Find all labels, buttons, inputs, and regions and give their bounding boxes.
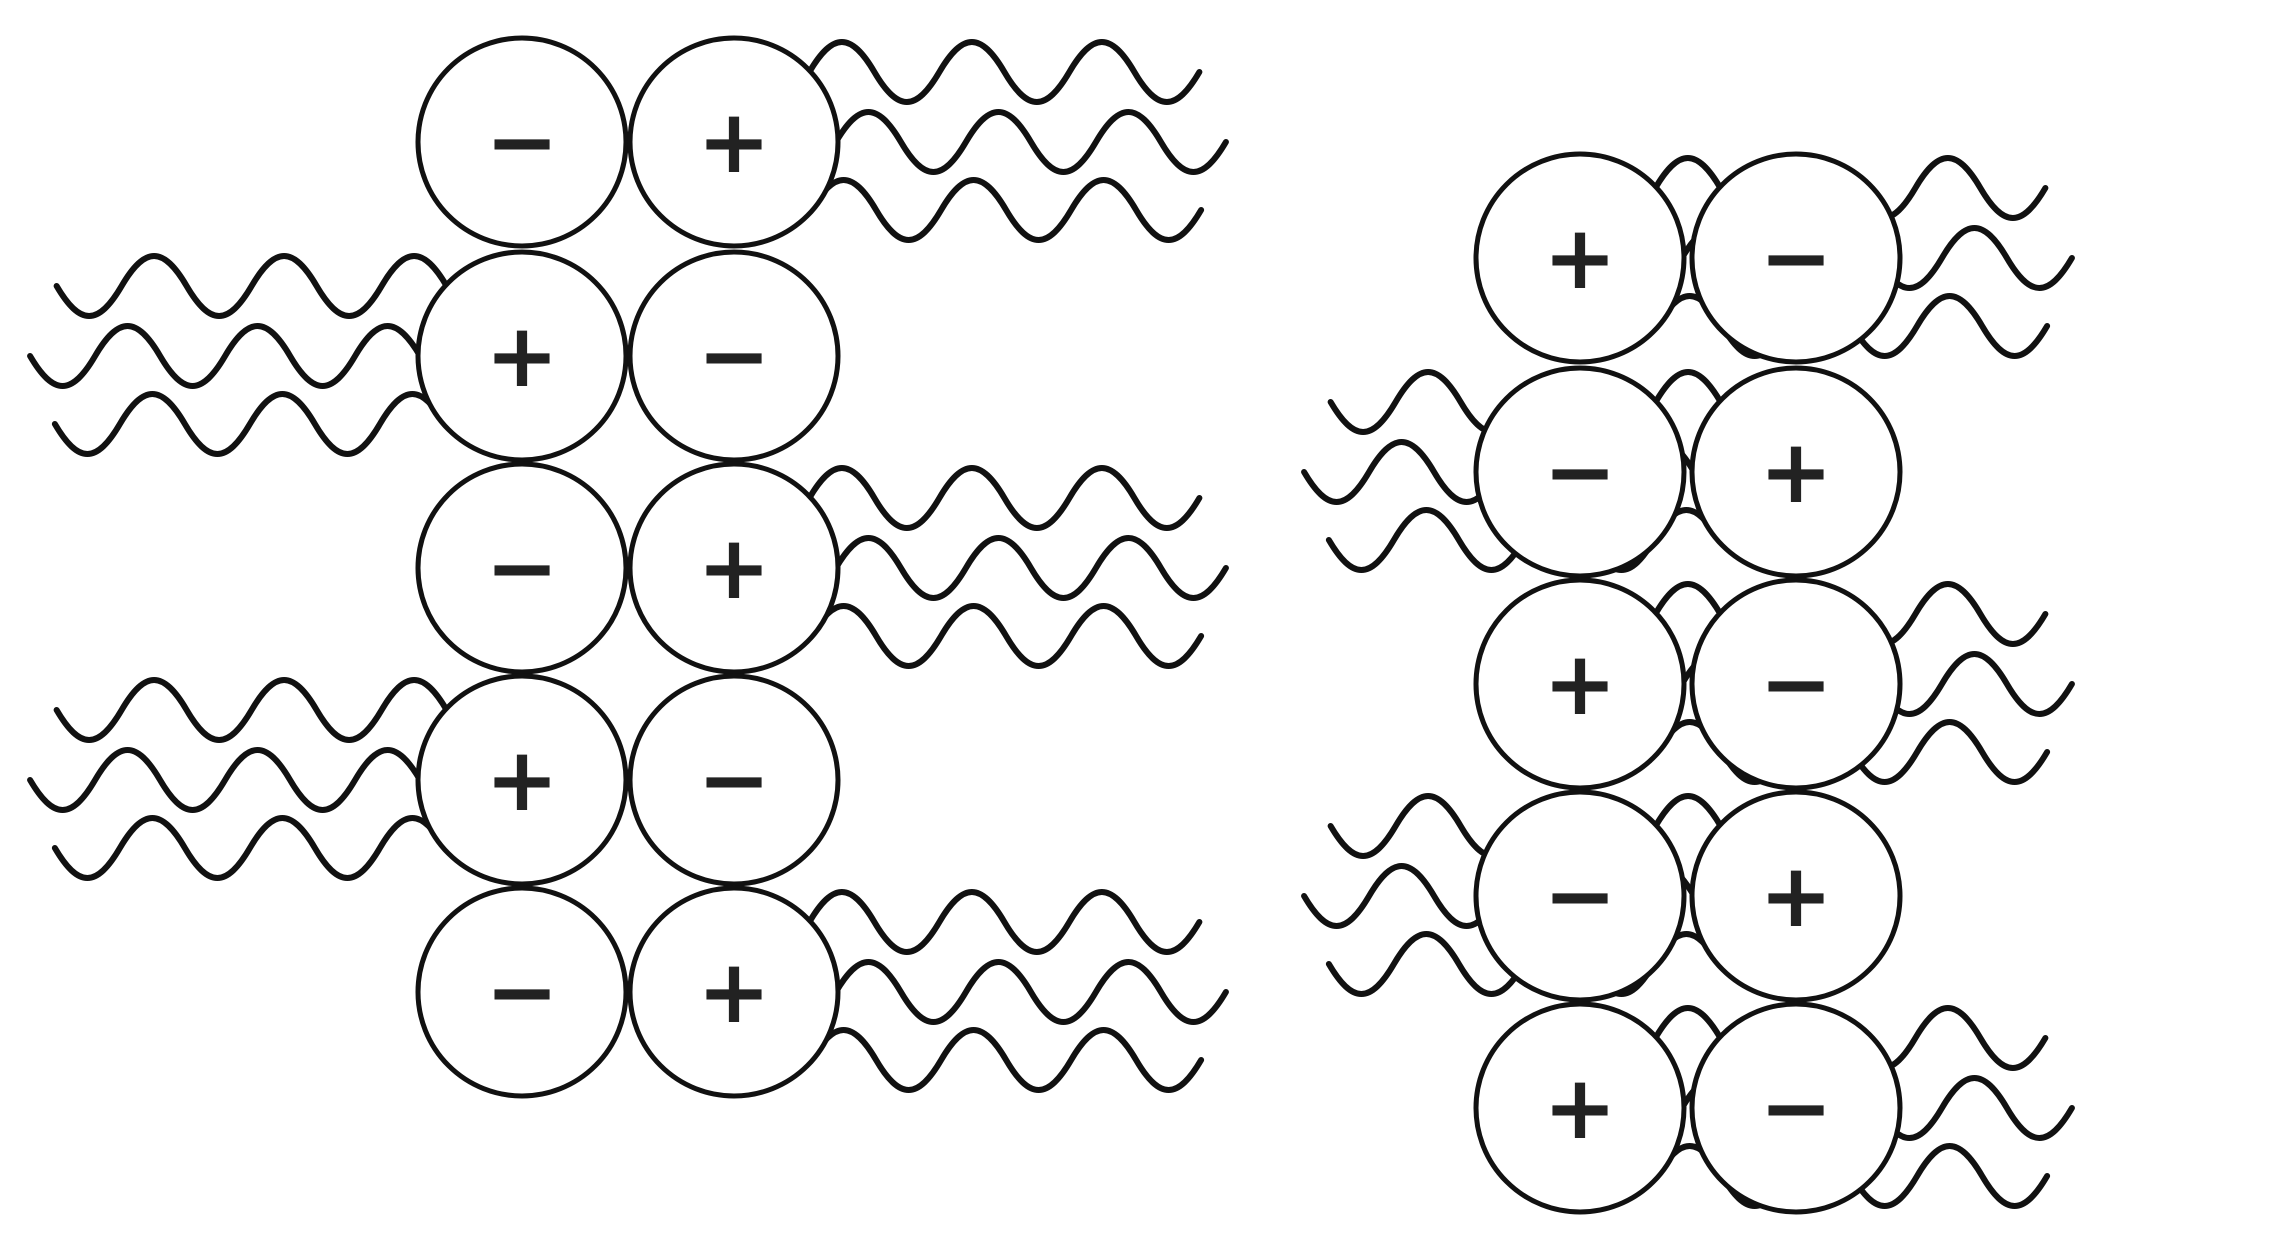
right-row-2-outer-circle <box>1689 365 1903 579</box>
left-row-4-inner-head: + <box>415 673 629 887</box>
left-row-4-inner-tail-3 <box>51 815 448 881</box>
left-row-5-outer-tail-1 <box>806 889 1203 955</box>
right-row-1-inner-plus-sign: + <box>1543 206 1617 309</box>
left-row-5-inner-minus-sign: − <box>485 940 559 1043</box>
right-row-1-inner-circle <box>1473 151 1687 365</box>
left-row-1-outer-tail-1 <box>806 39 1203 105</box>
right-row-4-inner-minus-sign: − <box>1543 844 1617 947</box>
ion-heads: − + + − − + + − − + + − − + + − − + + − <box>415 35 1903 1215</box>
left-row-3-inner-circle <box>415 461 629 675</box>
left-row-1-inner-circle <box>415 35 629 249</box>
right-row-1-outer-minus-sign: − <box>1759 206 1833 309</box>
left-row-2-outer-head: − <box>627 249 841 463</box>
right-row-4-outer-plus-sign: + <box>1759 844 1833 947</box>
right-row-2-inner-minus-sign: − <box>1543 420 1617 523</box>
right-row-2-outer-plus-sign: + <box>1759 420 1833 523</box>
left-row-5-outer-circle <box>627 885 841 1099</box>
right-row-2-inner-circle <box>1473 365 1687 579</box>
left-row-5-inner-circle <box>415 885 629 1099</box>
right-row-1-inner-head: + <box>1473 151 1687 365</box>
right-row-4-inner-circle <box>1473 789 1687 1003</box>
right-row-5-inner-head: + <box>1473 1001 1687 1215</box>
right-row-2-inner-head: − <box>1473 365 1687 579</box>
right-row-4-outer-head: + <box>1689 789 1903 1003</box>
right-row-5-outer-minus-sign: − <box>1759 1056 1833 1159</box>
left-row-2-outer-circle <box>627 249 841 463</box>
left-row-2-inner-tail-1 <box>53 253 450 319</box>
left-row-2-inner-tail-3 <box>51 391 448 457</box>
left-row-5-outer-plus-sign: + <box>697 940 771 1043</box>
right-row-3-outer-circle <box>1689 577 1903 791</box>
left-row-4-inner-circle <box>415 673 629 887</box>
left-row-4-inner-plus-sign: + <box>485 728 559 831</box>
right-row-5-inner-plus-sign: + <box>1543 1056 1617 1159</box>
left-row-4-outer-circle <box>627 673 841 887</box>
left-row-4-outer-head: − <box>627 673 841 887</box>
left-row-1-outer-tail-2 <box>832 109 1229 175</box>
right-row-4-outer-circle <box>1689 789 1903 1003</box>
right-row-1-outer-head: − <box>1689 151 1903 365</box>
left-row-1-outer-plus-sign: + <box>697 90 771 193</box>
right-row-3-inner-plus-sign: + <box>1543 632 1617 735</box>
right-row-1-outer-circle <box>1689 151 1903 365</box>
right-row-3-outer-head: − <box>1689 577 1903 791</box>
left-row-2-outer-minus-sign: − <box>697 304 771 407</box>
left-row-3-outer-tail-2 <box>832 535 1229 601</box>
left-row-2-inner-head: + <box>415 249 629 463</box>
left-row-1-outer-tail-3 <box>808 177 1205 243</box>
right-row-5-inner-circle <box>1473 1001 1687 1215</box>
left-row-4-inner-tail-1 <box>53 677 450 743</box>
left-row-3-inner-head: − <box>415 461 629 675</box>
left-row-5-outer-tail-2 <box>832 959 1229 1025</box>
right-row-5-outer-circle <box>1689 1001 1903 1215</box>
left-row-3-outer-plus-sign: + <box>697 516 771 619</box>
left-row-1-outer-head: + <box>627 35 841 249</box>
left-row-3-outer-tail-1 <box>806 465 1203 531</box>
left-row-1-outer-circle <box>627 35 841 249</box>
left-row-5-outer-head: + <box>627 885 841 1099</box>
left-row-1-inner-head: − <box>415 35 629 249</box>
right-row-2-outer-head: + <box>1689 365 1903 579</box>
right-row-4-inner-head: − <box>1473 789 1687 1003</box>
left-row-5-inner-head: − <box>415 885 629 1099</box>
left-row-2-inner-tail-2 <box>27 323 424 389</box>
right-row-3-outer-minus-sign: − <box>1759 632 1833 735</box>
left-row-2-inner-circle <box>415 249 629 463</box>
left-row-3-outer-tail-3 <box>808 603 1205 669</box>
right-row-5-outer-head: − <box>1689 1001 1903 1215</box>
left-row-3-inner-minus-sign: − <box>485 516 559 619</box>
left-row-4-inner-tail-2 <box>27 747 424 813</box>
left-row-3-outer-head: + <box>627 461 841 675</box>
left-row-5-outer-tail-3 <box>808 1027 1205 1093</box>
right-row-3-inner-circle <box>1473 577 1687 791</box>
left-row-3-outer-circle <box>627 461 841 675</box>
right-row-3-inner-head: + <box>1473 577 1687 791</box>
left-row-2-inner-plus-sign: + <box>485 304 559 407</box>
left-row-1-inner-minus-sign: − <box>485 90 559 193</box>
left-row-4-outer-minus-sign: − <box>697 728 771 831</box>
